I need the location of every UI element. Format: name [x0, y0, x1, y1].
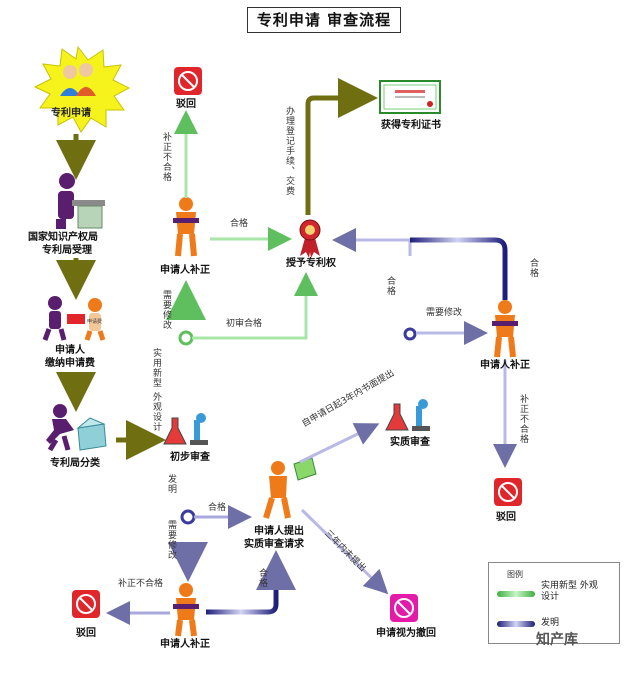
diagram-title: 专利申请 审查流程: [247, 7, 401, 33]
node-classify: 专利局分类: [50, 458, 100, 469]
node-substantive-request-line2: 实质审查请求: [244, 539, 304, 550]
lab-exam-icon: [163, 413, 208, 445]
legend-heading: 图例: [507, 570, 523, 579]
node-preliminary-exam: 初步审查: [170, 452, 210, 463]
watermark: 知产库: [536, 632, 578, 648]
edge-correction-fail-top: 补正不合格: [161, 132, 171, 182]
edge-pass-right-top: 合格: [528, 258, 538, 278]
edge-pass-bottom: 合格: [257, 568, 267, 588]
node-cnipa-line2: 专利局受理: [42, 245, 92, 256]
node-withdraw: 申请视为撤回: [376, 628, 436, 639]
edge-utility-design: 实用新型 外观设计: [151, 348, 161, 432]
node-reject-bottom: 驳回: [76, 628, 96, 639]
clerk-icon: [56, 173, 105, 229]
legend-green-swatch: [497, 591, 535, 597]
node-substantive-exam: 实质审查: [390, 437, 430, 448]
node-correction-top: 申请人补正: [160, 265, 210, 276]
node-correction-bottom: 申请人补正: [160, 639, 210, 650]
person-submit-icon: [263, 457, 317, 519]
edge-needs-revision-bottom: 需要修改: [166, 520, 176, 560]
node-pay-fee-line1: 申请人: [55, 345, 85, 356]
reject-icon: [494, 478, 522, 506]
classify-icon: [46, 404, 107, 452]
node-pay-fee-line2: 缴纳申请费: [45, 358, 95, 369]
edge-invention: 发明: [166, 474, 176, 494]
withdraw-icon: [390, 594, 418, 622]
reject-icon: [72, 590, 100, 618]
fee-slip-text: 申请费: [87, 318, 102, 325]
edge-correction-fail-right: 补正不合格: [518, 394, 528, 444]
legend-blue-swatch: [497, 621, 535, 627]
reject-icon: [174, 67, 202, 95]
person-icon: [173, 197, 199, 257]
edge-pass-right: 合格: [385, 276, 395, 296]
node-certificate: 获得专利证书: [381, 120, 441, 131]
node-reject-top: 驳回: [176, 99, 196, 110]
node-grant: 授予专利权: [286, 258, 336, 269]
legend-blue-label: 发明: [541, 618, 560, 628]
award-ribbon-icon: [299, 219, 321, 258]
person-icon: [492, 300, 518, 358]
fee-payment-icon: [42, 296, 106, 341]
lab-exam-icon: [385, 399, 430, 431]
node-cnipa-line1: 国家知识产权局: [28, 232, 98, 243]
person-icon: [173, 583, 199, 637]
edge-needs-revision-left: 需要修改: [161, 290, 171, 330]
edge-prelim-pass: 初审合格: [226, 319, 263, 329]
edge-pass-mid: 合格: [208, 503, 227, 513]
edge-correction-fail-bottom: 补正不合格: [118, 579, 164, 589]
legend-green-label: 实用新型 外观设计: [541, 581, 598, 602]
certificate-icon: [379, 80, 441, 114]
node-substantive-request-line1: 申请人提出: [254, 526, 304, 537]
legend: 图例 实用新型 外观设计 发明: [488, 562, 620, 644]
edge-register: 办理登记手续、交费: [284, 106, 294, 196]
starburst-icon: [33, 45, 131, 133]
node-correction-right: 申请人补正: [480, 360, 530, 371]
edge-needs-revision-right: 需要修改: [426, 308, 463, 318]
edge-pass-top: 合格: [230, 219, 249, 229]
node-reject-right: 驳回: [496, 512, 516, 523]
node-patent-application: 专利申请: [51, 108, 91, 119]
